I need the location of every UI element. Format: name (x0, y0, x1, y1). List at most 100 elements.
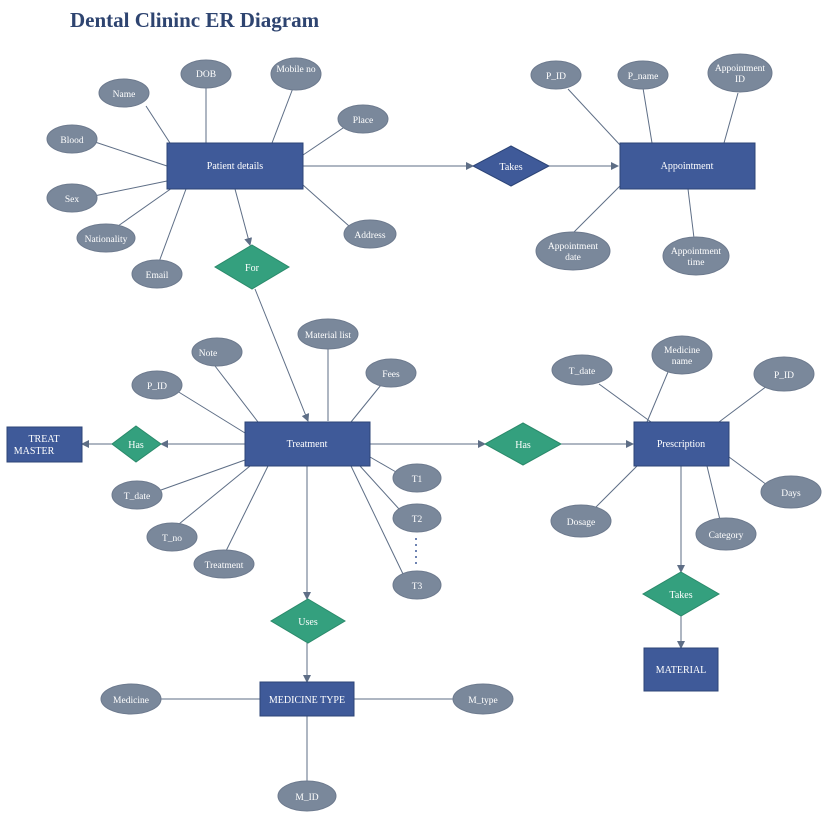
entity-material: MATERIAL (643, 647, 719, 692)
attribute-mobile-no: Mobile no (270, 57, 322, 91)
attribute-treatment-name: Treatment (193, 549, 255, 579)
attribute-mtype: M_type (452, 683, 514, 715)
connector-patient-blood (94, 141, 168, 167)
entity-treat-master-label-line2: MASTER (14, 446, 55, 457)
attribute-appointment-pid-label: P_ID (546, 72, 566, 82)
attribute-prescription-tdate: T_date (551, 354, 613, 386)
attribute-days: Days (760, 475, 822, 509)
entity-prescription: Prescription (633, 421, 730, 467)
attribute-mid-label: M_ID (295, 793, 318, 803)
connector-appointment-pid (567, 88, 621, 146)
connector-treatment-fees (350, 384, 382, 423)
relationship-has-prescription: Has (483, 422, 563, 466)
attribute-appointment-id: Appointment ID (707, 53, 773, 93)
attribute-treatment-tdate-label: T_date (124, 492, 150, 502)
connector-treatment-t3 (350, 465, 404, 575)
attribute-sex: Sex (46, 183, 98, 213)
attribute-material-list-label: Material list (305, 331, 352, 341)
attribute-nationality: Nationality (76, 223, 136, 253)
connector-appointment-date (572, 185, 621, 234)
attribute-note-label: Note (199, 349, 217, 359)
connector-treatment-note (214, 365, 259, 423)
connector-patient-mobile (271, 87, 294, 144)
entity-patient-details: Patient details (166, 142, 304, 190)
relationship-for: For (214, 244, 290, 290)
connector-patient-for (234, 188, 253, 246)
attribute-dosage: Dosage (550, 504, 612, 538)
attribute-appointment-time-line2: time (688, 258, 705, 268)
entity-appointment: Appointment (619, 142, 756, 190)
connector-prescription-category (706, 465, 721, 521)
connector-patient-email (158, 188, 187, 263)
attribute-name: Name (98, 78, 150, 108)
attribute-medicine-name-line1: Medicine (664, 346, 700, 356)
attribute-appointment-date-line1: Appointment (548, 242, 598, 252)
attribute-prescription-tdate-label: T_date (569, 367, 595, 377)
attribute-t3-label: T3 (412, 582, 423, 592)
attribute-category: Category (695, 517, 757, 551)
attribute-address: Address (343, 219, 397, 249)
connector-appointment-id (723, 92, 739, 144)
connector-treatment-pid (176, 390, 246, 434)
attribute-appointment-date: Appointment date (535, 231, 611, 271)
connector-treatment-treatment (225, 465, 269, 552)
attribute-email: Email (131, 259, 183, 289)
relationship-takes-label: Takes (499, 162, 522, 173)
attribute-t3: T3 (392, 570, 442, 600)
connector-patient-nationality (117, 187, 173, 227)
attribute-appointment-id-line1: Appointment (715, 64, 765, 74)
attribute-dosage-label: Dosage (567, 518, 596, 528)
entity-material-label: MATERIAL (656, 665, 707, 676)
attribute-appointment-time-line1: Appointment (671, 247, 721, 257)
connector-treatment-t1 (369, 456, 397, 473)
connector-treatment-tno (178, 465, 251, 525)
attribute-treatment-pid: P_ID (131, 370, 183, 400)
connector-appointment-pname (642, 87, 653, 144)
connector-prescription-medicine-name (646, 371, 669, 423)
relationship-uses: Uses (270, 598, 346, 644)
attribute-blood-label: Blood (60, 136, 83, 146)
attribute-appointment-id-line2: ID (735, 75, 745, 85)
attribute-place: Place (337, 104, 389, 134)
diagram-title: Dental Clininc ER Diagram (70, 8, 320, 32)
attribute-t1: T1 (392, 463, 442, 493)
entity-medicine-type-label: MEDICINE TYPE (269, 695, 345, 706)
attribute-name-label: Name (113, 90, 136, 100)
entity-medicine-type: MEDICINE TYPE (259, 681, 355, 717)
attribute-blood: Blood (46, 124, 98, 154)
connector-patient-place (302, 125, 347, 156)
attribute-prescription-pid-label: P_ID (774, 371, 794, 381)
relationship-has-right-label: Has (515, 440, 531, 451)
entity-treatment: Treatment (244, 421, 371, 467)
connector-treatment-tdate (160, 459, 246, 491)
attribute-t2: T2 (392, 503, 442, 533)
attribute-appointment-pid: P_ID (530, 60, 582, 90)
connector-patient-sex (93, 180, 168, 197)
attribute-days-label: Days (781, 489, 801, 499)
entity-treat-master-label-line1: TREAT (28, 434, 59, 445)
entity-prescription-label: Prescription (657, 439, 705, 450)
attribute-medicine-name: Medicine name (651, 335, 713, 375)
attribute-appointment-time: Appointment time (662, 236, 730, 276)
relationship-takes-material-label: Takes (669, 590, 692, 601)
connector-appointment-time (687, 188, 695, 239)
attribute-medicine-label: Medicine (113, 696, 149, 706)
relationship-uses-label: Uses (298, 617, 318, 628)
relationship-for-label: For (245, 263, 260, 274)
entity-treat-master: TREAT MASTER (6, 426, 83, 463)
attribute-medicine-name-line2: name (672, 357, 693, 367)
attribute-mtype-label: M_type (468, 696, 498, 706)
attribute-nationality-label: Nationality (85, 235, 128, 245)
attribute-t2-label: T2 (412, 515, 423, 525)
attribute-treatment-tdate: T_date (111, 480, 163, 510)
connector-patient-address (302, 184, 350, 227)
relationship-takes-appointment: Takes (471, 145, 551, 187)
attribute-dob-label: DOB (196, 70, 216, 80)
connectors (81, 87, 768, 781)
attribute-appointment-pname-label: P_name (628, 72, 659, 82)
attribute-fees: Fees (365, 358, 417, 388)
connector-patient-name (145, 105, 171, 144)
attribute-email-label: Email (146, 271, 169, 281)
attribute-treatment-name-label: Treatment (205, 561, 244, 571)
